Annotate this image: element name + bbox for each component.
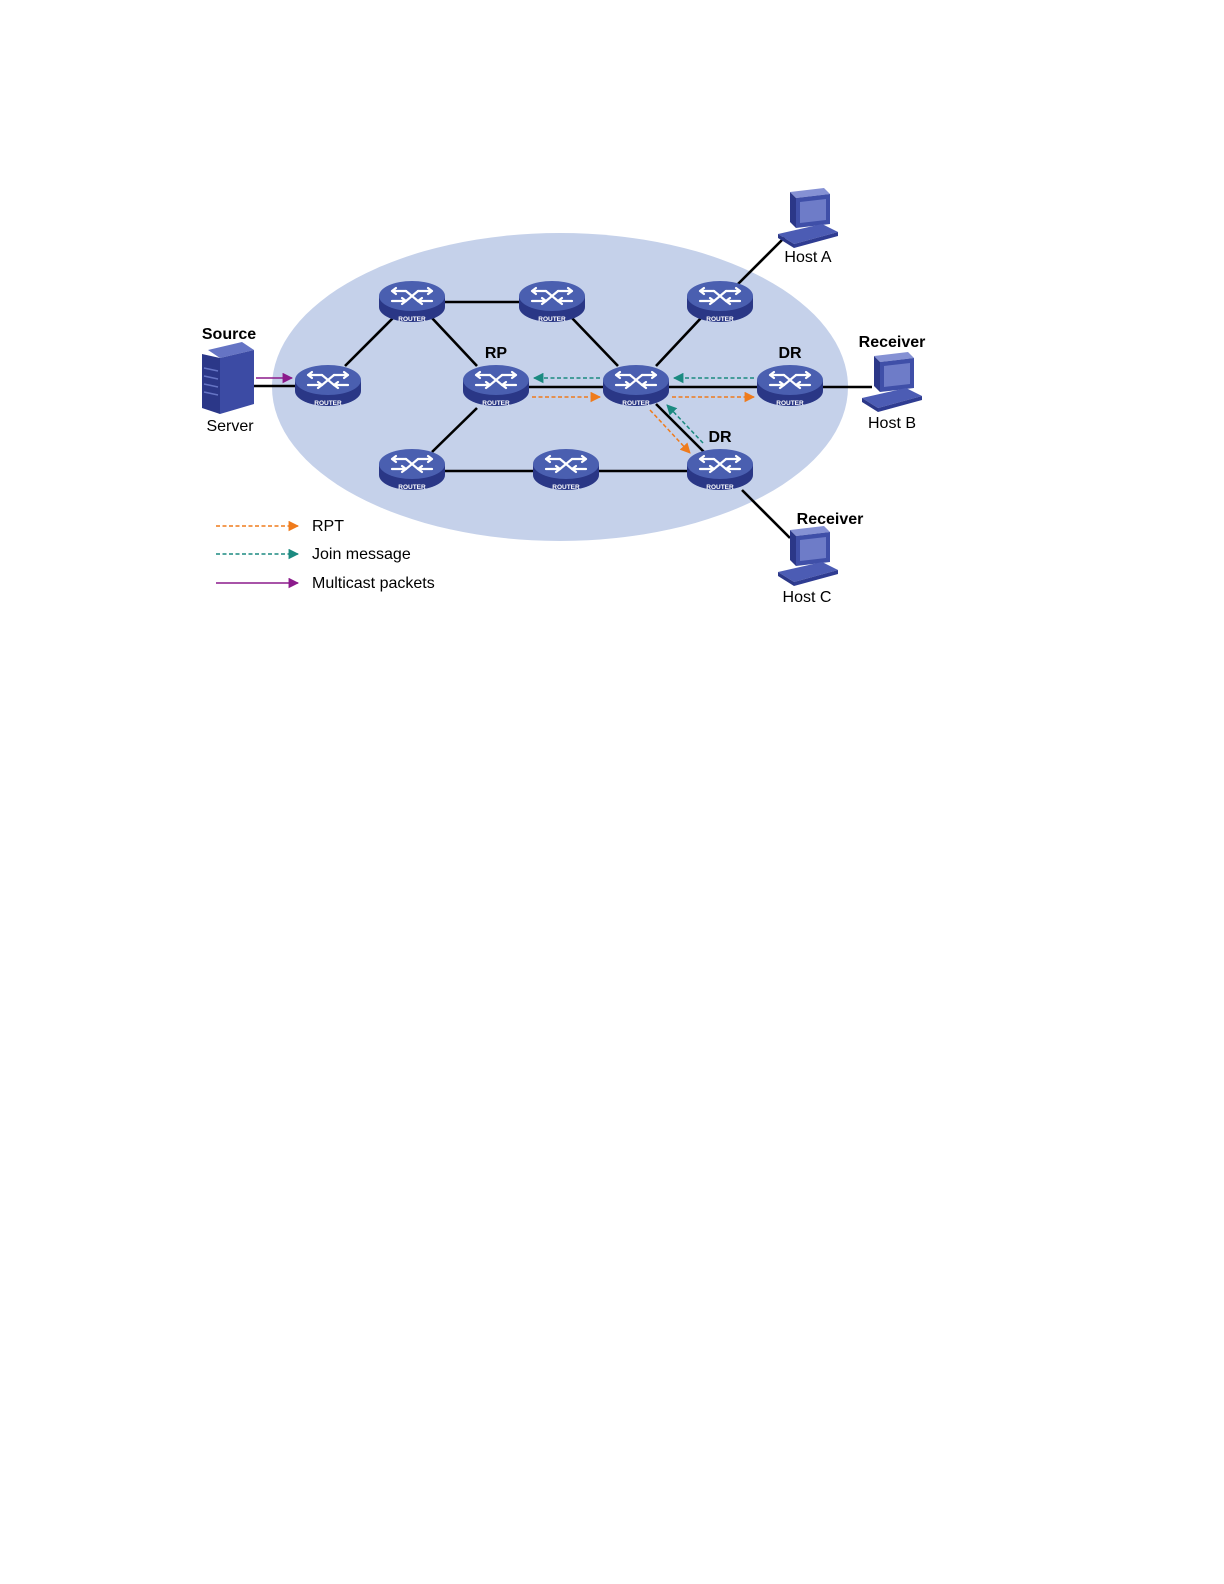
rp-label: RP <box>485 345 508 362</box>
receiver-label-host-b: Receiver <box>859 334 926 351</box>
router-label: ROUTER <box>314 400 342 407</box>
router-label: ROUTER <box>622 400 650 407</box>
router-label: ROUTER <box>398 316 426 323</box>
router-label: ROUTER <box>538 316 566 323</box>
router-icon: ROUTER <box>533 449 599 491</box>
link-r4-hosta <box>738 234 788 284</box>
host-a-label: Host A <box>784 249 831 266</box>
computer-icon <box>862 352 922 412</box>
router-label: ROUTER <box>482 400 510 407</box>
legend-rpt-label: RPT <box>312 518 344 535</box>
computer-icon <box>778 188 838 248</box>
router-label: ROUTER <box>776 400 804 407</box>
host-b-label: Host B <box>868 415 916 432</box>
dr-label-host-b: DR <box>778 345 802 362</box>
router-label: ROUTER <box>398 484 426 491</box>
legend-join-label: Join message <box>312 546 411 563</box>
receiver-label-host-c: Receiver <box>797 511 864 528</box>
host-c-label: Host C <box>783 589 832 606</box>
link-drc-hostc <box>742 490 790 538</box>
server-icon <box>202 342 254 414</box>
router-icon: ROUTER <box>379 449 445 491</box>
server-label: Server <box>206 418 254 435</box>
router-label: ROUTER <box>706 316 734 323</box>
router-icon: ROUTER <box>379 281 445 323</box>
router-icon: ROUTER <box>757 365 823 407</box>
router-icon: ROUTER <box>687 281 753 323</box>
router-icon: ROUTER <box>463 365 529 407</box>
router-label: ROUTER <box>552 484 580 491</box>
router-icon: ROUTER <box>687 449 753 491</box>
router-icon: ROUTER <box>519 281 585 323</box>
router-icon: ROUTER <box>295 365 361 407</box>
legend: RPT Join message Multicast packets <box>216 518 435 592</box>
dr-label-host-c: DR <box>708 429 732 446</box>
router-label: ROUTER <box>706 484 734 491</box>
source-label: Source <box>202 326 256 343</box>
legend-multicast-label: Multicast packets <box>312 575 435 592</box>
router-icon: ROUTER <box>603 365 669 407</box>
